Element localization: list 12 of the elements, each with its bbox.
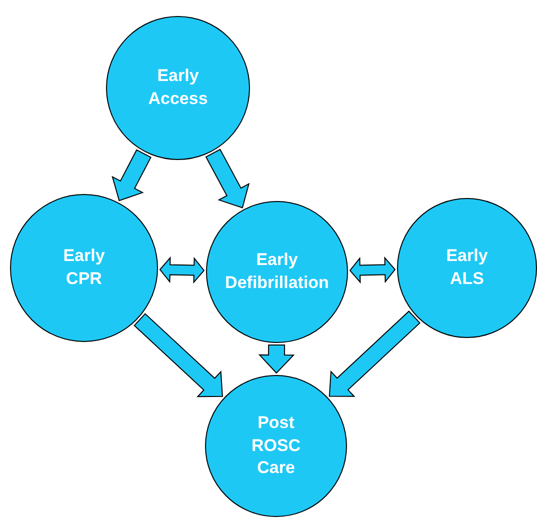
node-label: Post ROSC Care [251, 412, 301, 480]
node-label: Early Access [148, 65, 208, 110]
block-arrow [349, 256, 396, 284]
node-label: Early CPR [63, 245, 105, 290]
block-arrow [112, 149, 152, 202]
block-arrow [134, 313, 223, 398]
block-arrow [205, 148, 250, 208]
block-arrow [328, 310, 420, 397]
node-label: Early Defibrillation [225, 249, 329, 294]
block-arrow [258, 344, 295, 374]
block-arrow [159, 256, 205, 284]
node-label: Early ALS [446, 245, 488, 290]
